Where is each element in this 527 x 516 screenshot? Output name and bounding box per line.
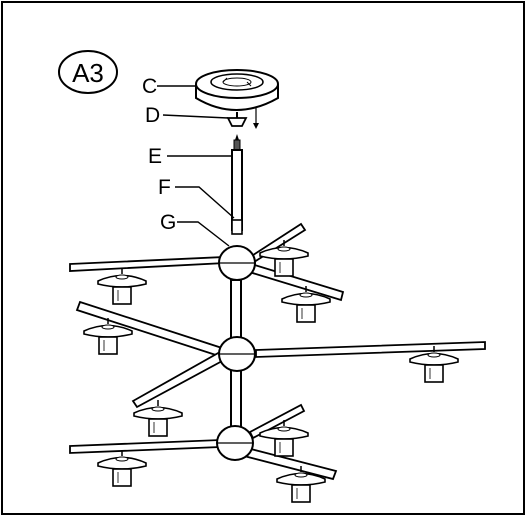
- middle-tier: [75, 300, 486, 437]
- upper-tier: [69, 222, 345, 323]
- callout-g: G: [160, 211, 176, 234]
- lower-tier: [69, 403, 338, 503]
- center-stem: [230, 149, 243, 431]
- callout-c: C: [142, 75, 157, 98]
- step-badge-label: A3: [72, 58, 104, 88]
- callout-leaders: [157, 85, 235, 247]
- step-badge: A3: [58, 50, 118, 94]
- callout-d: D: [145, 104, 160, 127]
- callout-f: F: [158, 176, 171, 199]
- nut-part: [226, 108, 259, 129]
- callout-e: E: [148, 145, 162, 168]
- canopy-part: [195, 69, 279, 111]
